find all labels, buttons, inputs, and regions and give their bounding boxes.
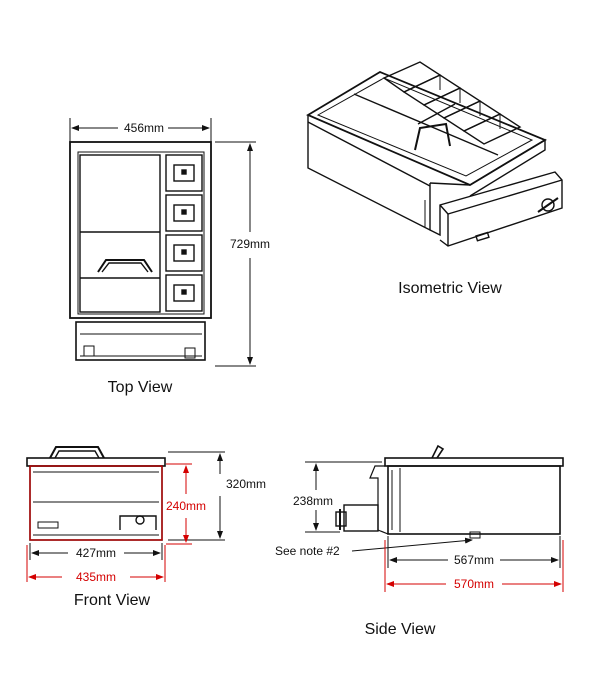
note-leader	[351, 537, 473, 552]
front-outer-width-dim	[26, 545, 166, 582]
front-view	[26, 446, 166, 541]
top-depth-label: 729mm	[230, 237, 270, 251]
side-height-dim	[305, 461, 382, 533]
isometric-view-title: Isometric View	[398, 280, 502, 297]
front-width-dim	[29, 543, 163, 560]
front-height-dim	[168, 451, 225, 541]
top-view-title: Top View	[108, 379, 173, 396]
front-inner-height-label: 240mm	[166, 499, 206, 513]
front-outer-width-label: 435mm	[76, 570, 116, 584]
isometric-view	[306, 61, 563, 247]
top-width-label: 456mm	[124, 121, 164, 135]
front-view-title: Front View	[74, 592, 151, 609]
top-view	[69, 118, 256, 367]
side-note-label: See note #2	[275, 544, 340, 558]
side-view	[335, 444, 564, 539]
side-outer-depth-label: 570mm	[454, 577, 494, 591]
front-inner-height-dim	[29, 463, 192, 545]
side-view-title: Side View	[365, 621, 436, 638]
side-depth-label: 567mm	[454, 553, 494, 567]
front-height-label: 320mm	[226, 477, 266, 491]
side-height-label: 238mm	[293, 494, 333, 508]
side-depth-dim	[387, 536, 561, 568]
front-width-label: 427mm	[76, 546, 116, 560]
side-outer-depth-dim	[384, 540, 564, 592]
